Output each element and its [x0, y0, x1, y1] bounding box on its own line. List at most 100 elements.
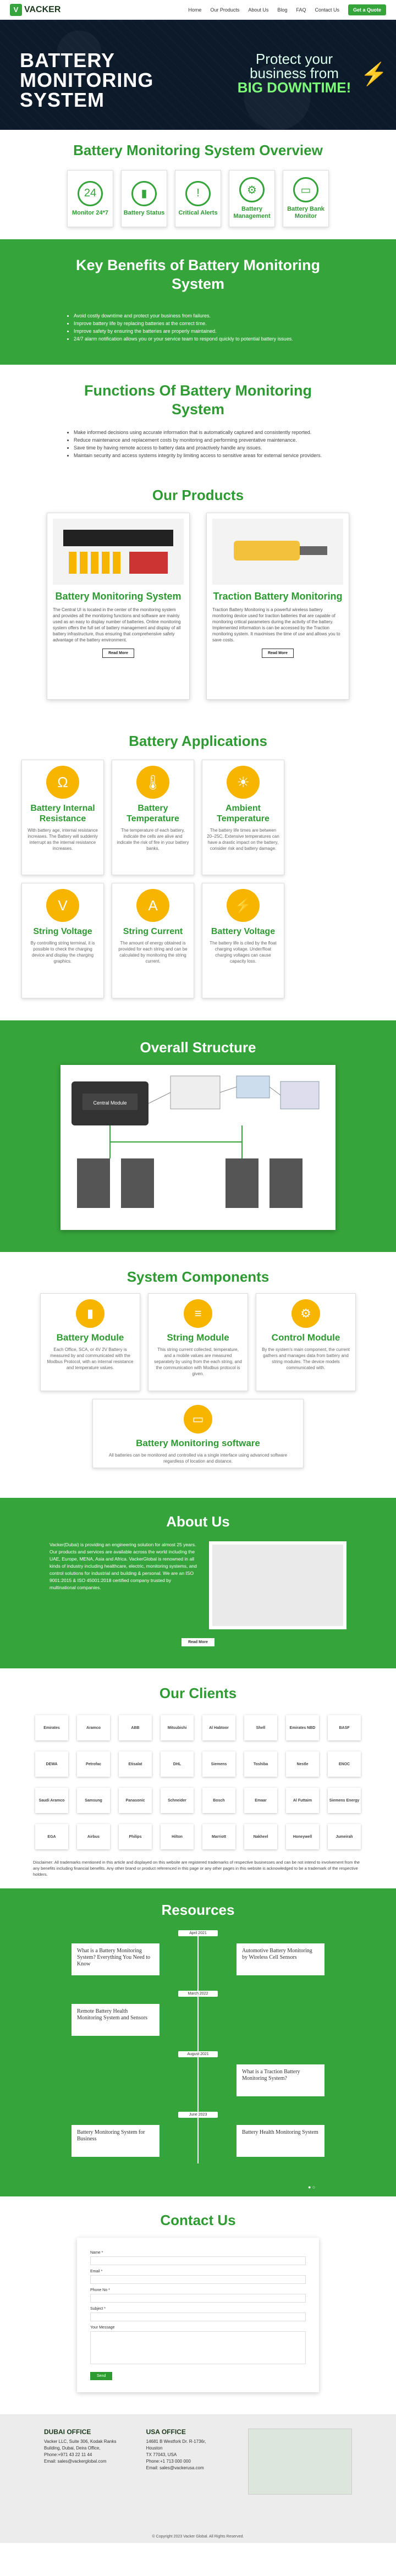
client-logo: Al Habtoor	[202, 1715, 235, 1740]
component-name: String Module	[167, 1332, 229, 1343]
name-field[interactable]	[90, 2256, 306, 2265]
resource-card[interactable]: What is a Battery Monitoring System? Eve…	[72, 1943, 160, 1975]
benefits-section: Key Benefits of Battery Monitoring Syste…	[0, 239, 396, 365]
message-field[interactable]	[90, 2331, 306, 2364]
overview-label: Battery Status	[123, 209, 165, 216]
battery-voltage-icon: ⚡	[227, 889, 260, 922]
component-name: Battery Module	[56, 1332, 124, 1343]
overview-label: Battery Bank Monitor	[287, 206, 324, 219]
nav-about[interactable]: About Us	[248, 7, 269, 13]
24-7-icon: 24	[78, 180, 103, 206]
client-logo: ENOC	[328, 1751, 361, 1777]
phone-field[interactable]	[90, 2294, 306, 2303]
application-name: String Current	[123, 927, 183, 936]
resource-card[interactable]: Battery Health Monitoring System	[237, 2125, 324, 2157]
product-image	[212, 519, 343, 585]
product-desc: Traction Battery Monitoring is a powerfu…	[212, 607, 340, 642]
overview-label: Critical Alerts	[178, 209, 218, 216]
client-logo: DEWA	[35, 1751, 68, 1777]
client-logo: Airbus	[77, 1824, 110, 1849]
nav-home[interactable]: Home	[188, 7, 202, 13]
send-button[interactable]: Send	[90, 2372, 113, 2380]
client-logo: Samsung	[77, 1788, 110, 1813]
overview-title: Battery Monitoring System Overview	[73, 142, 323, 158]
email-field[interactable]	[90, 2275, 306, 2284]
current-icon: A	[136, 889, 169, 922]
voltage-icon: V	[46, 889, 79, 922]
office-line: Phone:+1 713 000 000	[146, 2459, 191, 2464]
client-logo: Petrofac	[77, 1751, 110, 1777]
nav-contact[interactable]: Contact Us	[315, 7, 339, 13]
client-logo: BASF	[328, 1715, 361, 1740]
resource-card[interactable]: Battery Monitoring System for Business	[72, 2125, 160, 2157]
monitor-icon: ▭	[293, 177, 318, 202]
application-desc: The amount of energy obtained is provide…	[118, 941, 188, 964]
location-map[interactable]	[248, 2429, 352, 2495]
software-icon: ▭	[184, 1405, 212, 1433]
resource-card[interactable]: Automotive Battery Monitoring by Wireles…	[237, 1943, 324, 1975]
application-name: String Voltage	[33, 927, 92, 936]
office-line[interactable]: Email: sales@vackerglobal.com	[44, 2459, 107, 2464]
function-item: Maintain security and access systems int…	[74, 452, 330, 459]
resource-card[interactable]: What is a Traction Battery Monitoring Sy…	[237, 2064, 324, 2096]
timeline-date: April 2021	[178, 1930, 218, 1936]
carousel-dots[interactable]: ● ○	[308, 2184, 316, 2190]
field-label: Subject *	[90, 2307, 106, 2311]
office-line[interactable]: Email: sales@vackerusa.com	[146, 2465, 204, 2470]
hero-background	[0, 20, 396, 130]
client-logo: Nakheel	[244, 1824, 277, 1849]
nav-faq[interactable]: FAQ	[296, 7, 306, 13]
resource-card[interactable]: Remote Battery Health Monitoring System …	[72, 2004, 160, 2036]
system-diagram: Central Module	[72, 1075, 320, 1208]
timeline-date: August 2021	[178, 2051, 218, 2057]
thermometer-icon: 🌡	[136, 766, 169, 799]
client-logo: Shell	[244, 1715, 277, 1740]
applications-title: Battery Applications	[129, 733, 267, 749]
nav-blog[interactable]: Blog	[277, 7, 288, 13]
client-logo: Siemens Energy	[328, 1788, 361, 1813]
application-name: Ambient Temperature	[217, 804, 270, 823]
client-logo: Philips	[119, 1824, 152, 1849]
overview-card: ▭ Battery Bank Monitor	[283, 170, 329, 227]
office-line: 14681 B Westfork Dr. R-1736r,	[146, 2439, 206, 2444]
overview-card: ▮Battery Status	[121, 170, 167, 227]
subject-field[interactable]	[90, 2313, 306, 2321]
field-label: Email *	[90, 2270, 103, 2273]
application-desc: The temperature of each battery, indicat…	[117, 828, 189, 851]
hero-banner: BATTERY MONITORING SYSTEM Protect your b…	[0, 20, 396, 130]
timeline-date: March 2022	[178, 1991, 218, 1997]
application-desc: By controlling string terminal, it is po…	[30, 941, 95, 964]
component-desc: This string current collected, temperatu…	[154, 1347, 242, 1376]
product-image	[53, 519, 184, 585]
clients-disclaimer: Disclaimer: All trademarks mentioned in …	[33, 1860, 360, 1877]
hero-title-line: SYSTEM	[20, 89, 105, 111]
gear-battery-icon: ⚙	[239, 177, 265, 202]
read-more-button[interactable]: Read More	[102, 649, 134, 658]
about-image	[209, 1541, 346, 1629]
read-more-button[interactable]: Read More	[262, 649, 294, 658]
client-logo: Siemens	[202, 1751, 235, 1777]
resistance-icon: Ω	[46, 766, 79, 799]
client-logo: Bosch	[202, 1788, 235, 1813]
nav-products[interactable]: Our Products	[210, 7, 240, 13]
quote-button[interactable]: Get a Quote	[348, 4, 386, 15]
function-item: Make informed decisions using accurate i…	[74, 429, 330, 436]
field-label: Phone No *	[90, 2288, 110, 2292]
lightning-icon: ⚡	[360, 62, 388, 86]
client-logo: Marriott	[202, 1824, 235, 1849]
products-section: Our Products Battery Monitoring System T…	[0, 476, 396, 716]
copyright: © Copyright 2023 Vacker Global. All Righ…	[152, 2535, 244, 2539]
application-desc: The battery life times are between 20–25…	[207, 828, 279, 851]
contact-form: Name * Email * Phone No * Subject * Your…	[77, 2238, 319, 2392]
brand-logo[interactable]: V VACKER	[10, 3, 61, 16]
contact-section: Contact Us Name * Email * Phone No * Sub…	[0, 2196, 396, 2414]
application-name: Battery Internal Resistance	[30, 804, 95, 823]
about-read-more-button[interactable]: Read More	[182, 1638, 215, 1646]
application-desc: The battery life is cited by the float c…	[210, 941, 277, 964]
